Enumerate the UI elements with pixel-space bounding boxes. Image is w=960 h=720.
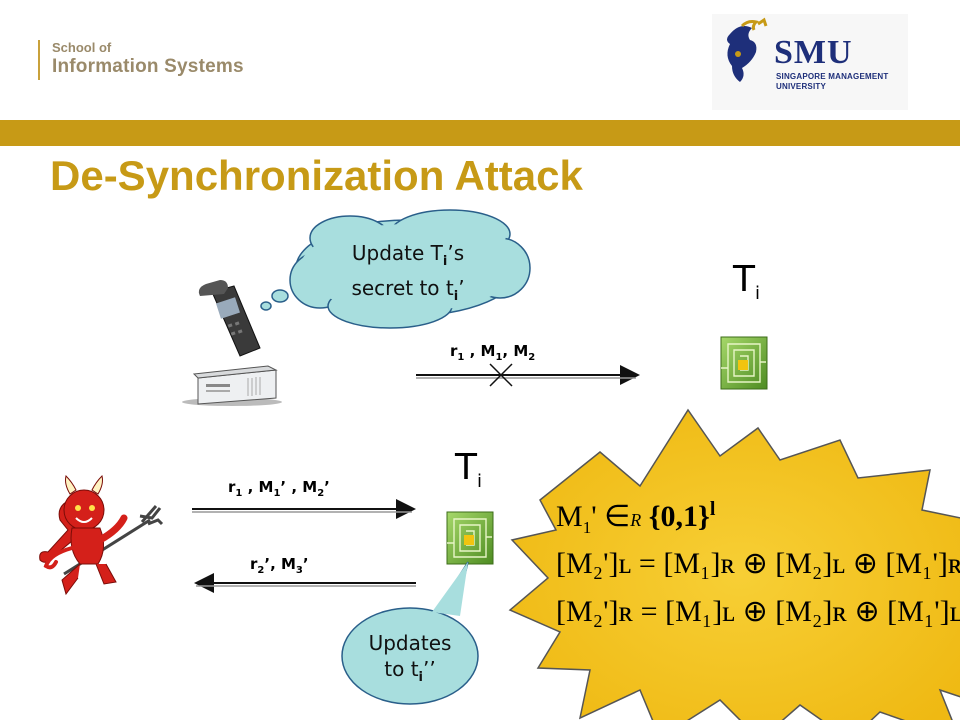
logo-subtitle-1: SINGAPORE MANAGEMENT: [776, 72, 889, 81]
computer-icon: [182, 365, 282, 406]
bottom-tag-label: Ti: [455, 447, 483, 493]
logo-name: SMU: [774, 34, 853, 71]
top-tag-label: Ti: [733, 259, 761, 305]
school-line1: School of: [52, 40, 112, 55]
rfid-reader-icon: [198, 280, 261, 357]
school-line2: Information Systems: [52, 56, 244, 77]
rfid-tag-icon: [446, 511, 494, 565]
tag-response-label: r2’, M3’: [250, 555, 309, 576]
block-cross-icon: [489, 363, 513, 387]
reader-thought-bubble: [260, 209, 531, 329]
attacker-to-tag-arrow: [192, 499, 416, 519]
blocked-message-arrow: [416, 363, 640, 387]
smu-logo: SMU SINGAPORE MANAGEMENT UNIVERSITY: [712, 14, 908, 110]
formula-m2-right: [M₂']ʀ = [M₁]ʟ ⊕ [M₂]ʀ ⊕ [M₁']ʟ: [556, 595, 960, 628]
school-logo: School of Information Systems: [38, 40, 244, 80]
tag-bubble-text: Updates to ti’’: [368, 631, 452, 685]
starburst-callout: [508, 408, 960, 720]
reader-bubble-text: Update Ti’s secret to ti’: [351, 241, 465, 304]
reader-message-label: r1 , M1, M2: [450, 342, 536, 363]
header-band: [0, 120, 960, 146]
attacker-message-label: r1 , M1’ , M2’: [228, 478, 330, 499]
rfid-tag-icon: [720, 336, 768, 390]
tag-speech-bubble: [341, 561, 479, 705]
devil-attacker-icon: [39, 475, 164, 596]
formula-m2-left: [M₂']ʟ = [M₁]ʀ ⊕ [M₂]ʟ ⊕ [M₁']ʀ: [556, 547, 960, 580]
tag-to-attacker-arrow: [194, 573, 416, 593]
formula-m1-random: M1' ∈R {0,1}l: [556, 498, 716, 537]
logo-subtitle-2: UNIVERSITY: [776, 82, 827, 91]
lion-crest-icon: [712, 14, 908, 110]
slide-title: De-Synchronization Attack: [50, 152, 583, 199]
